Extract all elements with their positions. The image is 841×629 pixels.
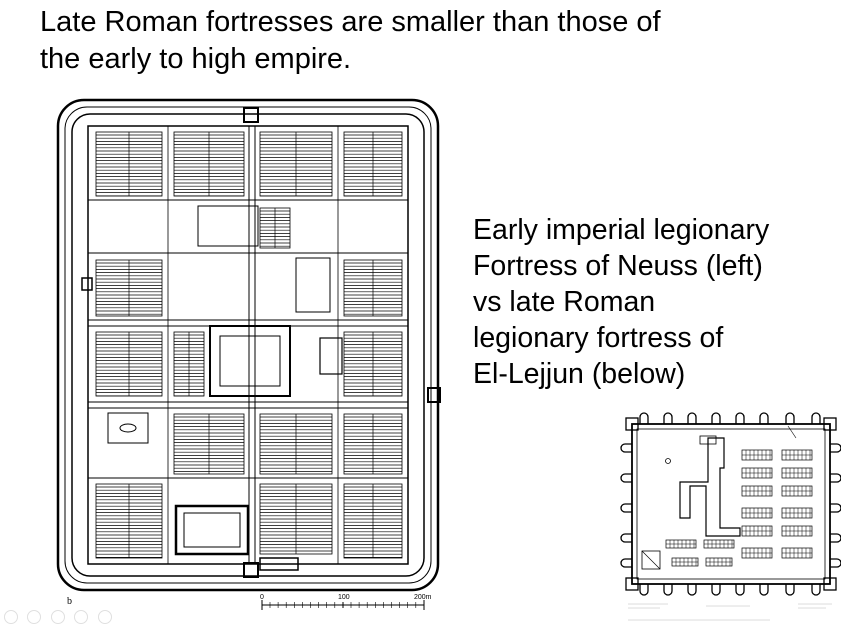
caption-line-4: legionary fortress of (473, 322, 724, 354)
presentation-controls[interactable] (4, 610, 134, 626)
caption-line-1: Early imperial legionary (473, 214, 770, 246)
next-slide-icon[interactable] (27, 610, 42, 624)
zoom-icon[interactable] (74, 610, 89, 624)
comparison-caption: Early imperial legionary Fortress of Neu… (473, 212, 833, 392)
slide-title: Late Roman fortresses are smaller than t… (40, 4, 800, 78)
neuss-fortress-plan: 0 100 200m (56, 98, 441, 610)
scale-label-0: 0 (260, 594, 264, 601)
el-lejjun-fortress-plan (620, 412, 841, 621)
title-line-1: Late Roman fortresses are smaller than t… (40, 6, 661, 38)
scale-label-200m: 200m (414, 594, 432, 601)
wall-towers (620, 412, 841, 596)
prev-slide-icon[interactable] (4, 610, 18, 624)
title-line-2: the early to high empire. (40, 43, 352, 75)
barrack-blocks (95, 131, 403, 559)
figure-letter: b (67, 596, 72, 607)
menu-icon[interactable] (97, 610, 112, 624)
pen-icon[interactable] (50, 610, 65, 624)
figure-caption-illegible (628, 603, 832, 621)
scale-bar: 0 100 200m (260, 594, 432, 610)
scale-label-100: 100 (338, 594, 350, 601)
barrack-blocks-lejjun (665, 449, 813, 567)
caption-line-5: El-Lejjun (below) (473, 358, 686, 390)
caption-line-3: vs late Roman (473, 286, 656, 318)
caption-line-2: Fortress of Neuss (left) (473, 250, 763, 282)
